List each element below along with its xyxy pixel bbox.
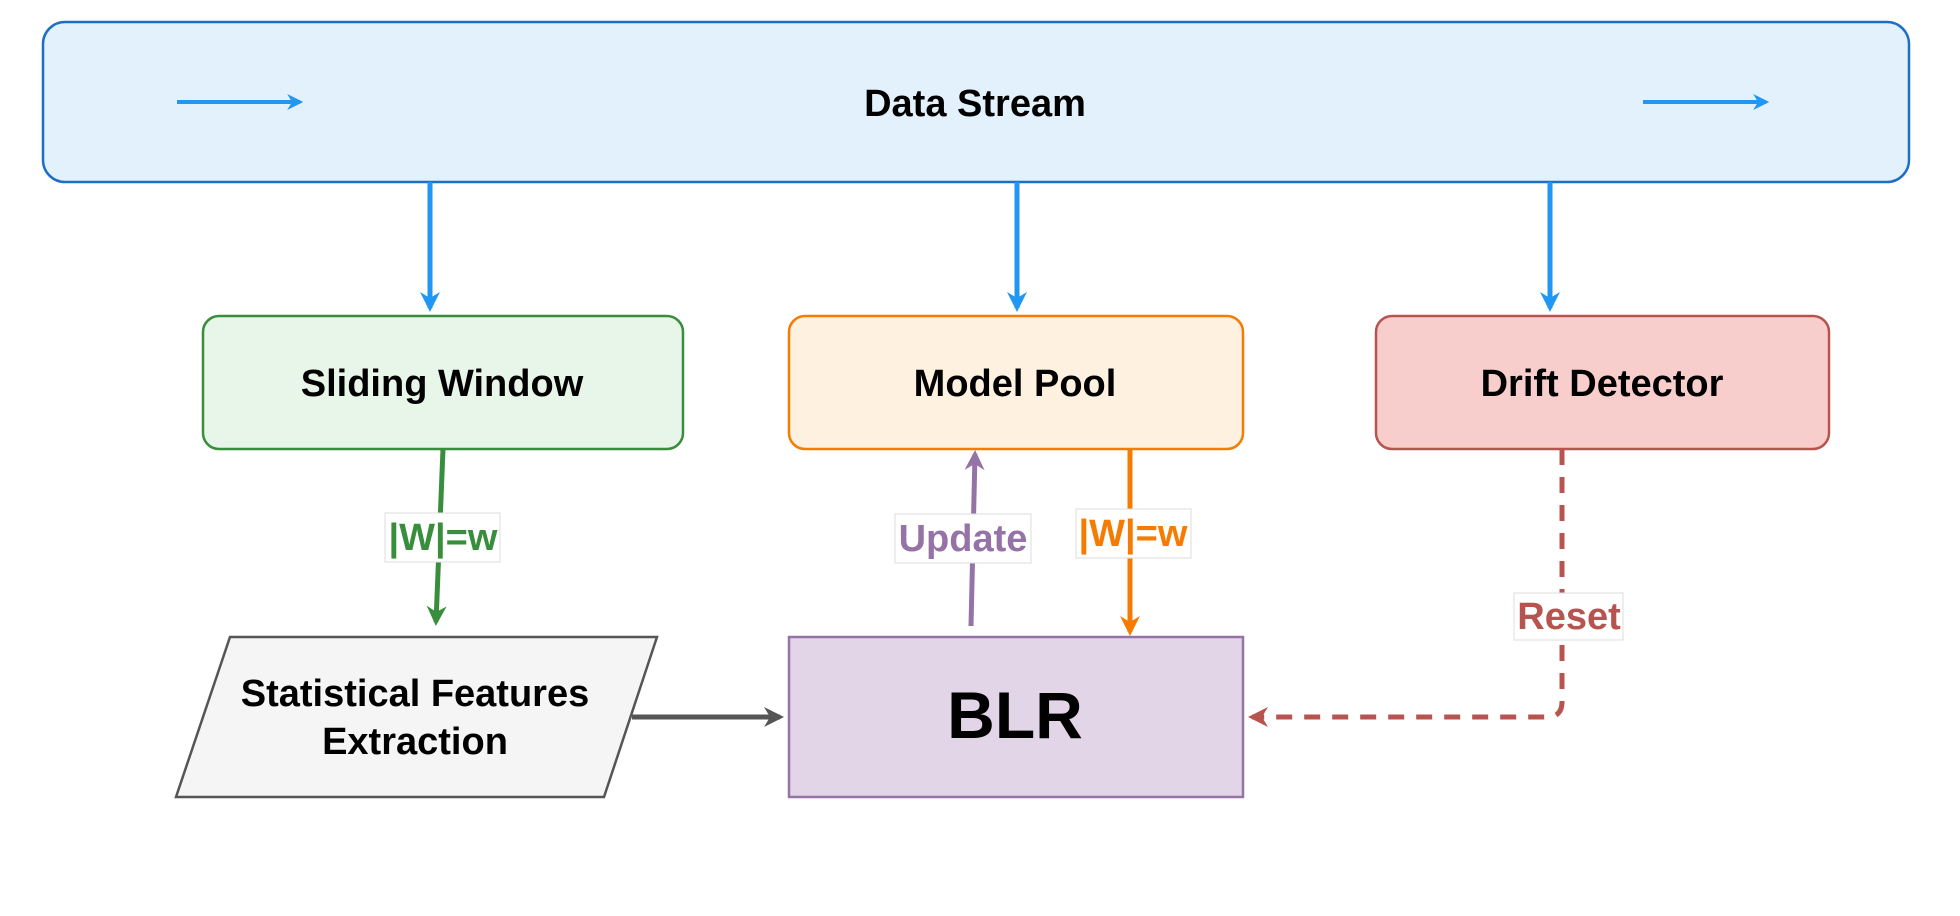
drift-to-blr-label: Reset xyxy=(1517,596,1621,638)
model-pool-label: Model Pool xyxy=(914,363,1117,405)
drift-to-blr-label-box: Reset xyxy=(1513,592,1624,641)
model-pool-node: Model Pool xyxy=(787,314,1245,451)
statistical-features-label-line2: Extraction xyxy=(322,721,508,763)
sliding-window-node: Sliding Window xyxy=(201,314,685,451)
drift-detector-label: Drift Detector xyxy=(1481,363,1724,405)
data-stream-label: Data Stream xyxy=(864,83,1086,125)
blr-to-pool-label: Update xyxy=(899,518,1028,560)
blr-label: BLR xyxy=(947,678,1083,752)
pool-to-blr-label-box: |W|=w xyxy=(1075,508,1192,559)
data-stream-node: Data Stream xyxy=(41,20,1911,184)
blr-node: BLR xyxy=(787,635,1245,799)
drift-detector-node: Drift Detector xyxy=(1374,314,1831,451)
sliding-window-label: Sliding Window xyxy=(301,363,584,405)
statistical-features-label-line1: Statistical Features xyxy=(241,673,589,715)
blr-to-pool-label-box: Update xyxy=(894,513,1032,564)
statistical-features-node: Statistical Features Extraction xyxy=(174,635,659,799)
window-to-features-label-box: |W|=w xyxy=(384,512,501,563)
drift-to-blr-edge xyxy=(1248,449,1565,727)
pool-to-blr-label: |W|=w xyxy=(1079,513,1188,555)
window-to-features-label: |W|=w xyxy=(389,517,498,559)
